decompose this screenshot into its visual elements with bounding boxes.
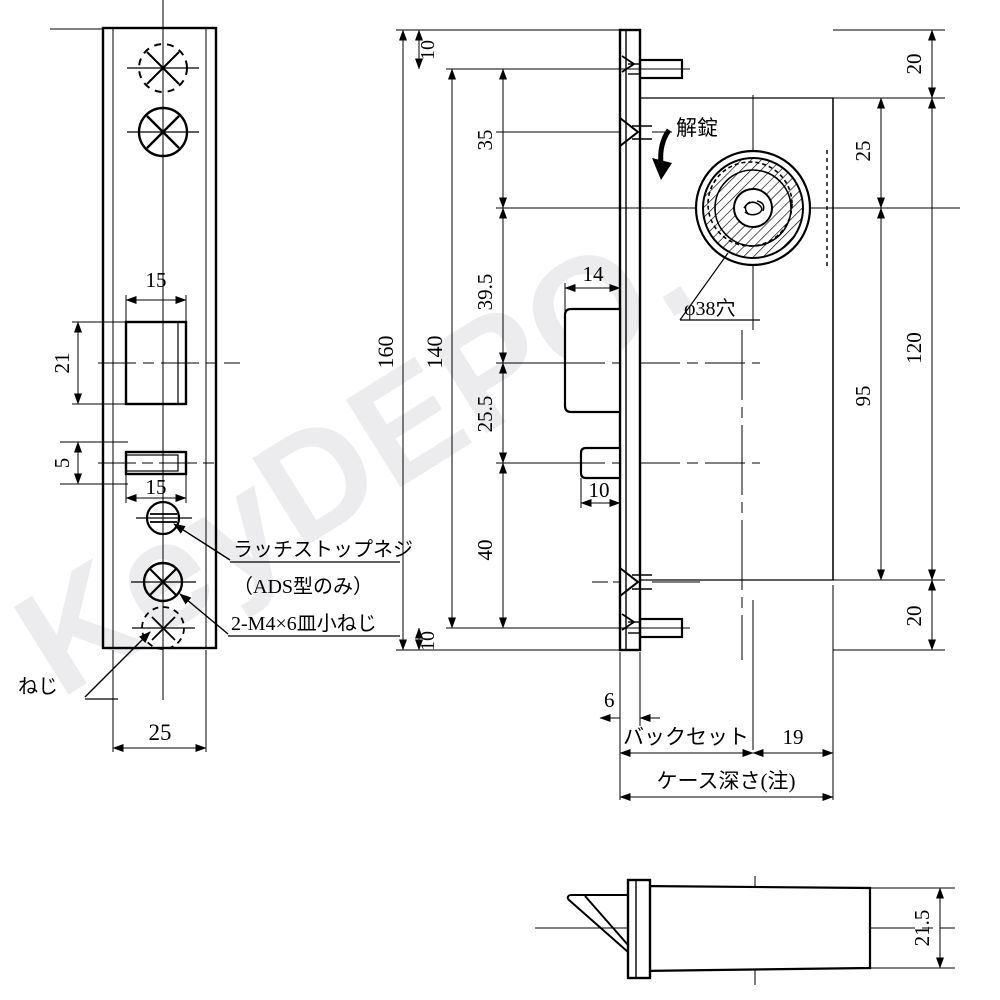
annotation-screw-note: ねじ	[18, 676, 58, 698]
dim-latch-window-width	[125, 295, 187, 325]
lower-thread-symbol	[592, 567, 700, 597]
leader-cylinder-hole	[679, 252, 760, 321]
label-cylinder-hole: φ38穴	[684, 297, 736, 320]
dim-label-40: 40	[473, 540, 497, 561]
dim-label-95: 95	[851, 386, 875, 407]
dim-label-39-5: 39.5	[473, 274, 497, 311]
dim-label-21-5: 21.5	[910, 910, 934, 947]
annotation-underlines	[85, 561, 400, 700]
dim-latch-window-height	[72, 321, 128, 405]
dim-faceplate-width	[112, 650, 207, 752]
annotation-flat-head-screws: 2-M4×6皿小ねじ	[231, 612, 377, 635]
label-backset: バックセット	[623, 725, 749, 749]
cylinder-ring-inner	[714, 169, 792, 247]
deadbolt-slot	[98, 450, 220, 476]
dim-label-14: 14	[583, 262, 605, 286]
screw-hole-upper	[127, 106, 199, 158]
annotation-leaders-faceplate	[84, 523, 231, 698]
dim-label-25-5: 25.5	[473, 396, 497, 433]
leader-screw-note	[84, 631, 151, 698]
label-unlock: 解錠	[676, 116, 718, 140]
dim-label-35: 35	[473, 130, 497, 151]
dim-deadbolt-slot-width	[125, 474, 187, 503]
latch-stop-screw-hole	[136, 500, 192, 536]
dim-label-deadbolt-slot-height: 5	[50, 458, 74, 469]
dim-label-6: 6	[604, 688, 615, 712]
annotation-latch-stop-screw-line2: （ADS型のみ）	[233, 575, 373, 598]
latch-window	[98, 320, 240, 406]
cylinder-ring-outer	[702, 157, 804, 259]
latch-plan-faceplate	[626, 878, 652, 980]
dim-14	[564, 283, 621, 312]
label-case-depth: ケース深さ(注)	[657, 769, 796, 793]
dim-label-10-top: 10	[417, 40, 439, 60]
cylinder-hub	[733, 188, 773, 228]
cylinder-assembly	[694, 149, 828, 268]
dim-label-10-bottom: 10	[417, 631, 439, 651]
hidden-screw-hole-bottom	[132, 606, 195, 650]
unlock-direction-arrow	[652, 128, 672, 180]
dim-label-20-top: 20	[902, 54, 926, 75]
dim-label-20-bottom: 20	[902, 606, 926, 627]
side-dim-extension-lines	[396, 29, 640, 651]
dim-label-160: 160	[373, 336, 398, 369]
right-dim-extension-lines	[833, 29, 945, 651]
dim-21-5	[870, 887, 955, 969]
dim-label-latch-window-height: 21	[50, 353, 74, 374]
cylinder-keyway-glyph	[743, 200, 765, 216]
dim-label-deadbolt-slot-width: 15	[146, 475, 167, 499]
leader-latch-stop-screw	[173, 523, 231, 561]
dim-label-latch-window-width: 15	[146, 268, 167, 292]
hidden-screw-hole-top	[127, 43, 199, 93]
dim-10-bolt	[580, 478, 621, 508]
leader-flat-head-screws	[179, 593, 229, 635]
screw-hole-lower	[131, 561, 196, 603]
dim-label-faceplate-width: 25	[149, 720, 172, 745]
annotation-latch-stop-screw-line1: ラッチストップネジ	[233, 539, 413, 561]
dim-label-140: 140	[422, 336, 447, 369]
dim-deadbolt-slot-height	[60, 441, 128, 485]
latch-bolt-block	[500, 307, 760, 414]
dim-label-19: 19	[783, 725, 804, 749]
dim-label-10-bolt: 10	[589, 478, 610, 502]
dim-label-25: 25	[851, 141, 875, 162]
latch-bolt-body	[638, 884, 872, 973]
dim-label-120: 120	[902, 332, 926, 364]
upper-thread-symbol	[596, 117, 672, 147]
bottom-dim-extension-lines	[619, 585, 834, 800]
